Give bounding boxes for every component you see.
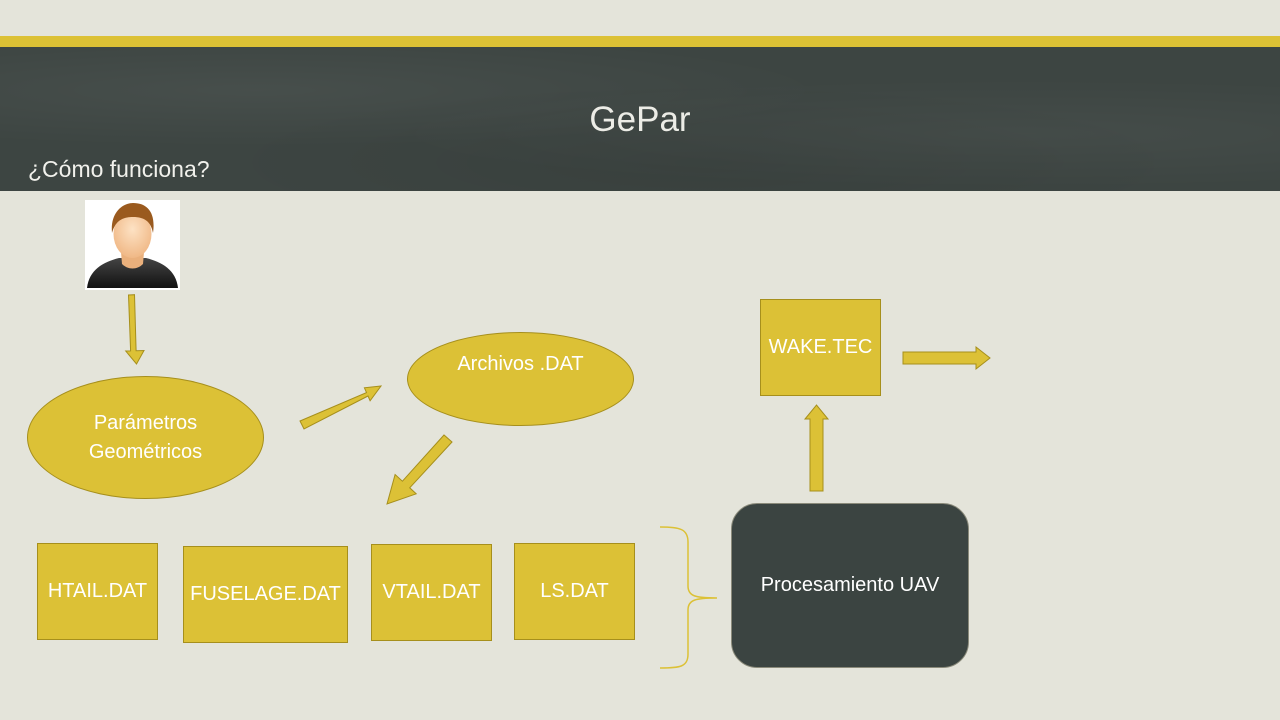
file-vtail-dat: VTAIL.DAT bbox=[371, 544, 492, 641]
file-htail-label: HTAIL.DAT bbox=[47, 580, 148, 602]
arrow-avatar-to-parametros bbox=[124, 294, 145, 365]
node-parametros-label: Parámetros Geométricos bbox=[88, 411, 203, 463]
node-archivos-dat: Archivos .DAT bbox=[407, 332, 634, 426]
arrow-procesamiento-to-wake bbox=[803, 404, 830, 492]
file-htail-dat: HTAIL.DAT bbox=[37, 543, 158, 640]
slide-subtitle: ¿Cómo funciona? bbox=[28, 156, 210, 182]
slide-title: GePar bbox=[589, 100, 691, 139]
arrow-archivos-to-files bbox=[386, 434, 453, 505]
top-accent-bar bbox=[0, 36, 1280, 47]
node-parametros-geometricos: Parámetros Geométricos bbox=[27, 376, 264, 499]
node-wake-label: WAKE.TEC bbox=[768, 336, 873, 358]
file-fuselage-label: FUSELAGE.DAT bbox=[190, 583, 341, 605]
node-archivos-label: Archivos .DAT bbox=[457, 353, 584, 375]
node-wake-tec: WAKE.TEC bbox=[760, 299, 881, 396]
file-vtail-label: VTAIL.DAT bbox=[382, 581, 481, 603]
user-avatar-drawing bbox=[87, 203, 178, 288]
arrow-parametros-to-archivos bbox=[299, 385, 383, 430]
node-procesamiento-label: Procesamiento UAV bbox=[760, 574, 940, 596]
arrow-wake-to-output bbox=[902, 345, 991, 371]
file-ls-label: LS.DAT bbox=[540, 580, 609, 602]
file-ls-dat: LS.DAT bbox=[514, 543, 635, 640]
file-fuselage-dat: FUSELAGE.DAT bbox=[183, 546, 348, 643]
node-procesamiento-uav: Procesamiento UAV bbox=[731, 503, 969, 668]
header-band bbox=[0, 47, 1280, 191]
files-group-brace bbox=[659, 526, 718, 669]
user-avatar-icon bbox=[85, 200, 180, 290]
